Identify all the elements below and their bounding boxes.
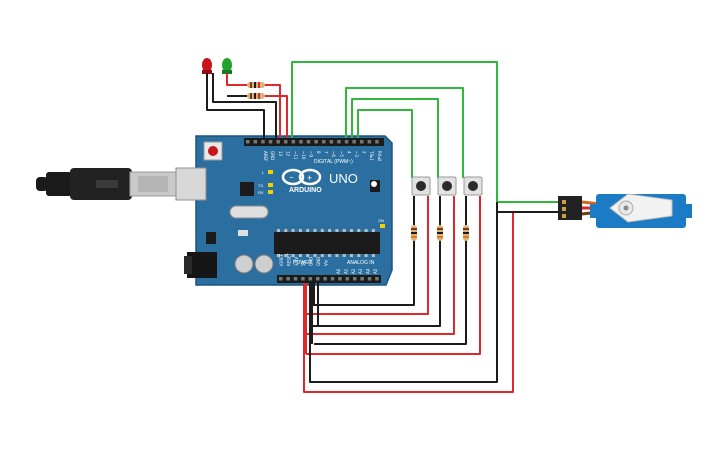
header-pin[interactable] — [291, 140, 296, 144]
digital-pin-label: ~9 — [308, 151, 313, 157]
brand-label: ARDUINO — [289, 187, 322, 194]
header-pin[interactable] — [293, 277, 298, 281]
digital-pin-label: ~3 — [354, 151, 359, 157]
svg-text:ON: ON — [378, 218, 384, 223]
atmega-chip — [274, 232, 380, 254]
header-pin[interactable] — [314, 140, 318, 144]
pin-label-aref: AREF — [263, 151, 268, 162]
arduino-logo: − + — [281, 168, 322, 186]
header-pin[interactable] — [299, 140, 303, 144]
header-pin[interactable] — [338, 277, 342, 281]
analog-pin-label: A0 — [336, 268, 341, 274]
header-pin[interactable] — [301, 277, 305, 281]
digital-pin-label: 7 — [324, 151, 329, 154]
push-button-2[interactable] — [437, 176, 457, 196]
digital-pin-label: 12 — [286, 151, 291, 157]
svg-text:TX: TX — [258, 183, 263, 188]
power-pin-label: Vin — [323, 259, 328, 266]
digital-pin-label: TX▸1 — [369, 150, 374, 161]
digital-pin-label: 4 — [346, 151, 351, 154]
header-pin[interactable] — [261, 140, 265, 144]
header-pin[interactable] — [367, 277, 372, 281]
header-pin[interactable] — [308, 277, 313, 281]
header-pin[interactable] — [330, 277, 335, 281]
header-pin[interactable] — [367, 140, 372, 144]
analog-label: ANALOG IN — [347, 260, 375, 266]
capacitor-1 — [234, 254, 254, 274]
svg-text:−: − — [289, 173, 294, 182]
digital-pin-label: 8 — [316, 151, 321, 154]
header-pin[interactable] — [286, 277, 290, 281]
header-pin[interactable] — [329, 140, 334, 144]
digital-pin-label: ~10 — [301, 151, 306, 160]
header-pin[interactable] — [279, 277, 283, 281]
digital-pin-label: RX◂0 — [377, 151, 382, 162]
header-pin[interactable] — [360, 140, 364, 144]
header-pin[interactable] — [246, 140, 250, 144]
header-pin[interactable] — [306, 140, 311, 144]
header-pin[interactable] — [353, 277, 357, 281]
power-pin-label: GND — [316, 257, 321, 266]
digital-pin-label: ~11 — [293, 151, 298, 160]
micro-servo[interactable] — [590, 193, 692, 228]
header-pin[interactable] — [345, 277, 350, 281]
power-pin-label: 5V — [301, 260, 306, 266]
push-button-1[interactable] — [411, 176, 431, 196]
analog-pin-label: A4 — [366, 268, 371, 274]
header-pin[interactable] — [337, 140, 341, 144]
header-pin[interactable] — [316, 277, 320, 281]
header-pin[interactable] — [375, 277, 379, 281]
green-led[interactable] — [222, 58, 232, 74]
resistor-button-2[interactable] — [437, 225, 443, 241]
resistor-button-1[interactable] — [411, 225, 417, 241]
header-pin[interactable] — [344, 140, 349, 144]
header-pin[interactable] — [360, 277, 364, 281]
power-pin-label: GND — [309, 257, 314, 266]
power-pin-label: IOREF — [279, 253, 284, 266]
header-pin[interactable] — [253, 140, 258, 144]
header-pin[interactable] — [375, 140, 379, 144]
model-label: UNO — [329, 171, 358, 186]
digital-pin-label: 2 — [362, 151, 367, 154]
svg-text:RX: RX — [258, 190, 264, 195]
digital-label: DIGITAL (PWM~) — [314, 159, 353, 165]
capacitor-2 — [254, 254, 274, 274]
power-label: POWER — [293, 260, 312, 266]
analog-pin-label: A1 — [343, 268, 348, 274]
svg-text:+: + — [307, 173, 312, 183]
digital-pin-label: 13 — [278, 151, 283, 157]
header-pin[interactable] — [323, 277, 327, 281]
power-pin-label: 3.3V — [294, 257, 299, 266]
pin-label-gnd: GND — [270, 151, 275, 160]
red-led[interactable] — [202, 58, 212, 74]
analog-pin-label: A5 — [373, 268, 378, 274]
digital-pin-label: ~6 — [331, 151, 336, 157]
power-pin-label: RESET — [286, 253, 291, 266]
usb-chip — [240, 182, 254, 196]
usb-socket — [175, 167, 207, 201]
header-pin[interactable] — [276, 140, 280, 144]
digital-header — [244, 138, 384, 146]
push-button-3[interactable] — [463, 176, 483, 196]
digital-pin-label: ~5 — [339, 151, 344, 157]
header-pin[interactable] — [284, 140, 288, 144]
analog-pin-label: A2 — [351, 268, 356, 274]
svg-text:L: L — [262, 170, 265, 175]
header-pin[interactable] — [322, 140, 326, 144]
header-pin[interactable] — [268, 140, 273, 144]
analog-pin-label: A3 — [358, 268, 363, 274]
crystal — [229, 205, 269, 219]
wires — [206, 61, 562, 393]
power-header — [277, 275, 381, 283]
usb-icon — [96, 180, 118, 188]
header-pin[interactable] — [352, 140, 356, 144]
resistor-button-3[interactable] — [463, 225, 469, 241]
